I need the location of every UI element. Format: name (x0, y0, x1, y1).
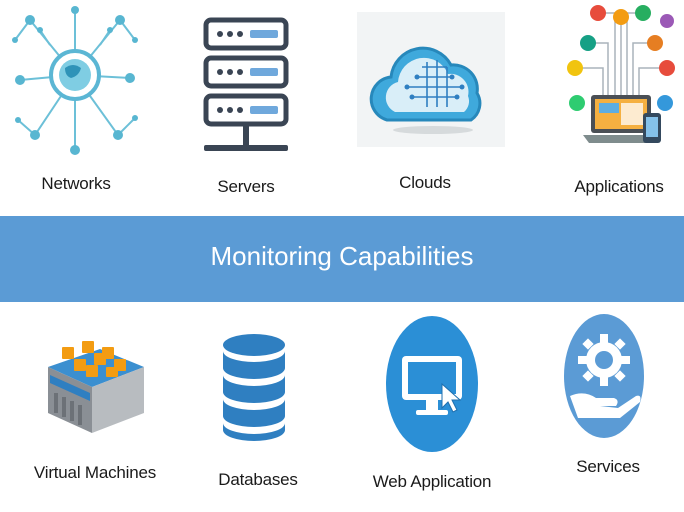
web-application-icon (386, 316, 478, 452)
databases-label: Databases (218, 470, 298, 489)
banner-title: Monitoring Capabilities (210, 241, 474, 271)
services-label: Services (576, 457, 640, 476)
cloud-circuit-icon (357, 12, 505, 147)
servers-label: Servers (217, 177, 275, 196)
virtual-machine-icon (48, 341, 144, 433)
virtual-machines-label: Virtual Machines (33, 463, 157, 482)
network-globe-icon (12, 6, 138, 155)
applications-laptop-icon (567, 5, 675, 143)
services-gear-hand-icon (564, 314, 644, 438)
clouds-label: Clouds (399, 173, 451, 192)
applications-label: Applications (574, 177, 664, 196)
monitoring-banner (0, 216, 684, 302)
networks-label: Networks (41, 174, 111, 193)
web-application-label: Web Application (372, 472, 492, 491)
database-icon (223, 334, 285, 441)
server-rack-icon (203, 17, 289, 151)
